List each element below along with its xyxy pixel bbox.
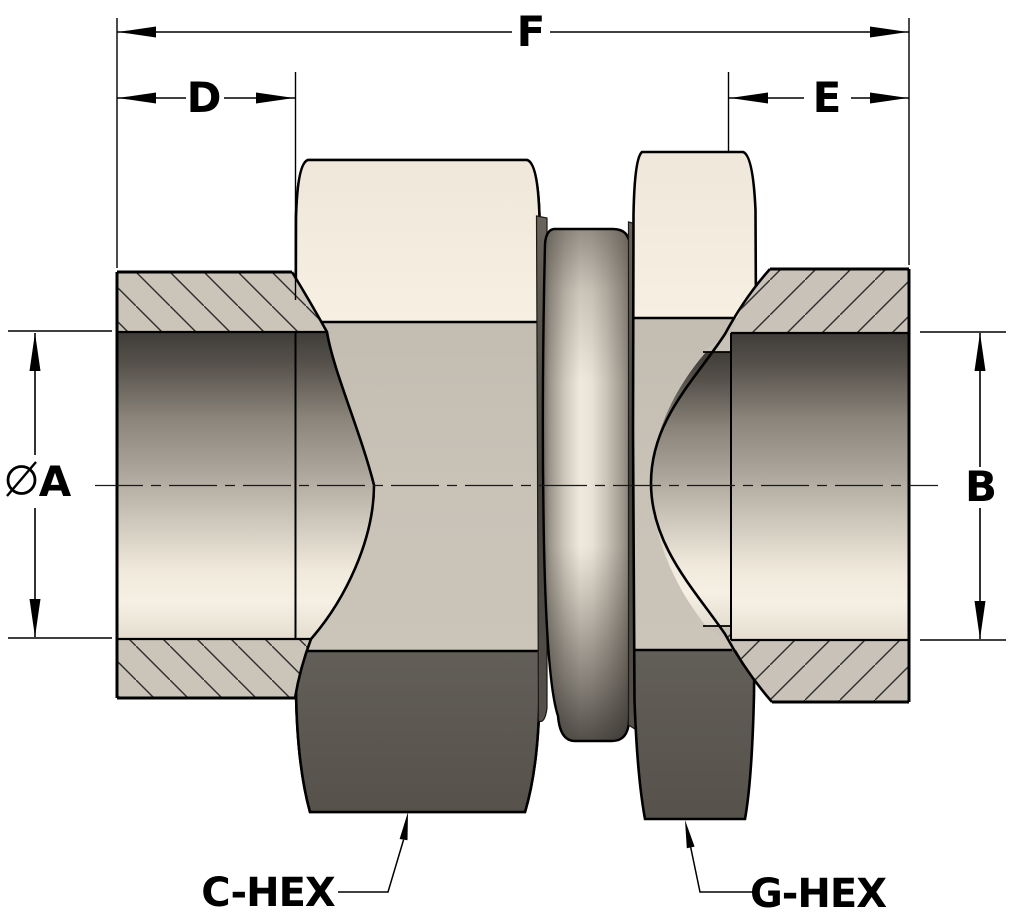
left-hex-facet-lines [295,320,540,653]
left-hex-top-facet [295,160,540,322]
right-body-bottom-hatch [731,640,909,702]
extension-lines-b [920,331,1006,641]
dim-label-e: E [813,73,842,122]
extension-lines [8,18,1006,641]
right-body-bore [731,333,909,640]
dim-label-b: B [965,462,997,511]
dimension-e: E [729,73,909,122]
arrowhead-a-top [29,333,41,371]
leader-line-g-hex [689,847,757,893]
dim-label-f: F [517,7,546,56]
leader-arrow-g-hex [685,820,695,849]
dim-label-d: D [187,73,222,122]
arrowhead-f-left [118,26,156,38]
left-bore-edges [117,330,327,641]
dim-label-a: A [39,457,72,506]
dimension-a: A [6,333,72,637]
dimension-f: F [117,7,909,56]
arrowhead-e-right [870,92,908,104]
arrowhead-b-bottom [974,601,986,639]
right-hex-top-facet [633,152,756,318]
right-body-top-hatch [731,269,909,332]
right-body-section [649,267,911,704]
arrowhead-d-left [118,92,156,104]
left-hex-bottom-facet [295,651,540,812]
callout-g-hex: G-HEX [685,820,888,917]
arrowhead-a-bottom [29,599,41,637]
right-hex-bottom-facet [634,650,755,819]
dimension-b: B [965,333,997,639]
dimension-d: D [117,73,295,122]
center-collar [541,227,634,743]
right-bore-edges [731,331,909,642]
right-seat-step-lines [703,351,731,627]
extension-lines-a [8,330,112,639]
arrowhead-d-right [256,92,294,104]
left-body-bottom-hatch [117,639,311,698]
right-hex-facet-lines [633,316,733,652]
left-body-top-hatch [117,272,327,332]
right-ball-silhouette [649,268,773,703]
diameter-symbol-icon [6,461,37,497]
arrowhead-b-top [974,333,986,371]
right-seat-bottom-wedge [703,626,731,640]
right-hex-outline-stroke [631,150,758,821]
leader-arrow-c-hex [399,812,408,841]
arrowhead-e-left [730,92,768,104]
callout-label-g-hex: G-HEX [750,871,887,917]
callout-c-hex: C-HEX [201,812,408,916]
leader-line-c-hex [338,839,405,893]
arrowhead-f-right [870,26,908,38]
callout-label-c-hex: C-HEX [201,870,336,916]
